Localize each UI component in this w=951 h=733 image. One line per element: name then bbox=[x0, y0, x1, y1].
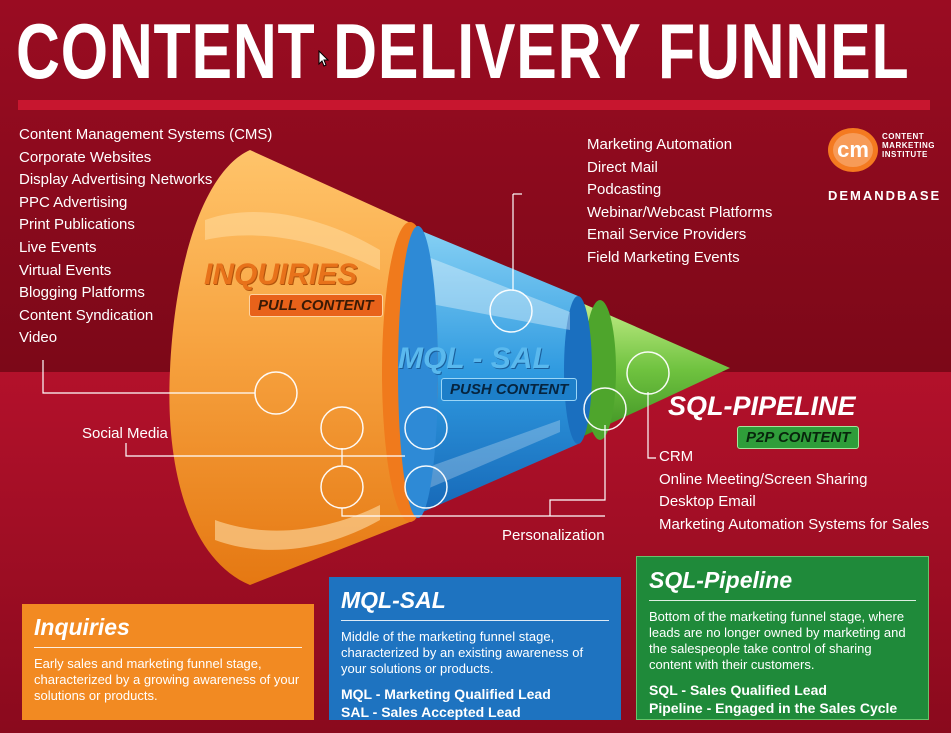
list-item: Video bbox=[19, 327, 272, 350]
sql-channel-list: CRM Online Meeting/Screen Sharing Deskto… bbox=[659, 446, 929, 536]
inquiries-stage-title: INQUIRIES bbox=[204, 258, 357, 292]
social-media-callout: Social Media bbox=[82, 425, 168, 442]
list-item: Direct Mail bbox=[587, 157, 772, 180]
list-item: Content Syndication bbox=[19, 305, 272, 328]
sql-pipeline-box: SQL-Pipeline Bottom of the marketing fun… bbox=[636, 556, 929, 720]
p2p-content-tag: P2P CONTENT bbox=[737, 426, 859, 449]
mql-term: MQL - Marketing Qualified Lead bbox=[341, 685, 609, 703]
list-item: Desktop Email bbox=[659, 491, 929, 514]
list-item: Webinar/Webcast Platforms bbox=[587, 202, 772, 225]
sql-term: SQL - Sales Qualified Lead bbox=[649, 681, 916, 699]
list-item: Email Service Providers bbox=[587, 224, 772, 247]
push-content-tag: PUSH CONTENT bbox=[441, 378, 577, 401]
list-item: Online Meeting/Screen Sharing bbox=[659, 469, 929, 492]
inquiries-box: Inquiries Early sales and marketing funn… bbox=[22, 604, 314, 720]
sql-pipeline-box-description: Bottom of the marketing funnel stage, wh… bbox=[649, 609, 916, 673]
list-item: Corporate Websites bbox=[19, 147, 272, 170]
list-item: CRM bbox=[659, 446, 929, 469]
inquiries-box-description: Early sales and marketing funnel stage, … bbox=[34, 656, 302, 704]
list-item: Display Advertising Networks bbox=[19, 169, 272, 192]
cmi-text-line: MARKETING bbox=[882, 141, 935, 150]
list-item: Content Management Systems (CMS) bbox=[19, 124, 272, 147]
sql-pipeline-box-heading: SQL-Pipeline bbox=[649, 567, 916, 601]
list-item: Print Publications bbox=[19, 214, 272, 237]
cmi-text-line: CONTENT bbox=[882, 132, 935, 141]
cmi-logo-icon: cm bbox=[827, 127, 879, 173]
pipeline-term: Pipeline - Engaged in the Sales Cycle bbox=[649, 699, 916, 717]
list-item: Marketing Automation bbox=[587, 134, 772, 157]
list-item: Marketing Automation Systems for Sales bbox=[659, 514, 929, 537]
mql-sal-box-description: Middle of the marketing funnel stage, ch… bbox=[341, 629, 609, 677]
inquiries-box-heading: Inquiries bbox=[34, 614, 302, 648]
cmi-text-line: INSTITUTE bbox=[882, 150, 935, 159]
mouse-cursor-icon bbox=[318, 50, 330, 68]
demandbase-logo: DEMANDBASE bbox=[828, 188, 941, 203]
mql-sal-box-heading: MQL-SAL bbox=[341, 587, 609, 621]
mql-sal-box: MQL-SAL Middle of the marketing funnel s… bbox=[329, 577, 621, 720]
page-title: CONTENT DELIVERY FUNNEL bbox=[16, 6, 741, 96]
list-item: Podcasting bbox=[587, 179, 772, 202]
list-item: PPC Advertising bbox=[19, 192, 272, 215]
cmi-logo-text: CONTENT MARKETING INSTITUTE bbox=[882, 132, 935, 159]
sal-term: SAL - Sales Accepted Lead bbox=[341, 703, 609, 721]
cmi-logo-mark: cm bbox=[837, 137, 869, 162]
list-item: Live Events bbox=[19, 237, 272, 260]
inquiries-channel-list: Content Management Systems (CMS) Corpora… bbox=[19, 124, 272, 350]
personalization-callout: Personalization bbox=[502, 527, 605, 544]
mql-sal-stage-title: MQL - SAL bbox=[398, 342, 551, 376]
list-item: Field Marketing Events bbox=[587, 247, 772, 270]
pull-content-tag: PULL CONTENT bbox=[249, 294, 383, 317]
sql-pipeline-stage-title: SQL-PIPELINE bbox=[668, 391, 856, 422]
mql-channel-list: Marketing Automation Direct Mail Podcast… bbox=[587, 134, 772, 270]
